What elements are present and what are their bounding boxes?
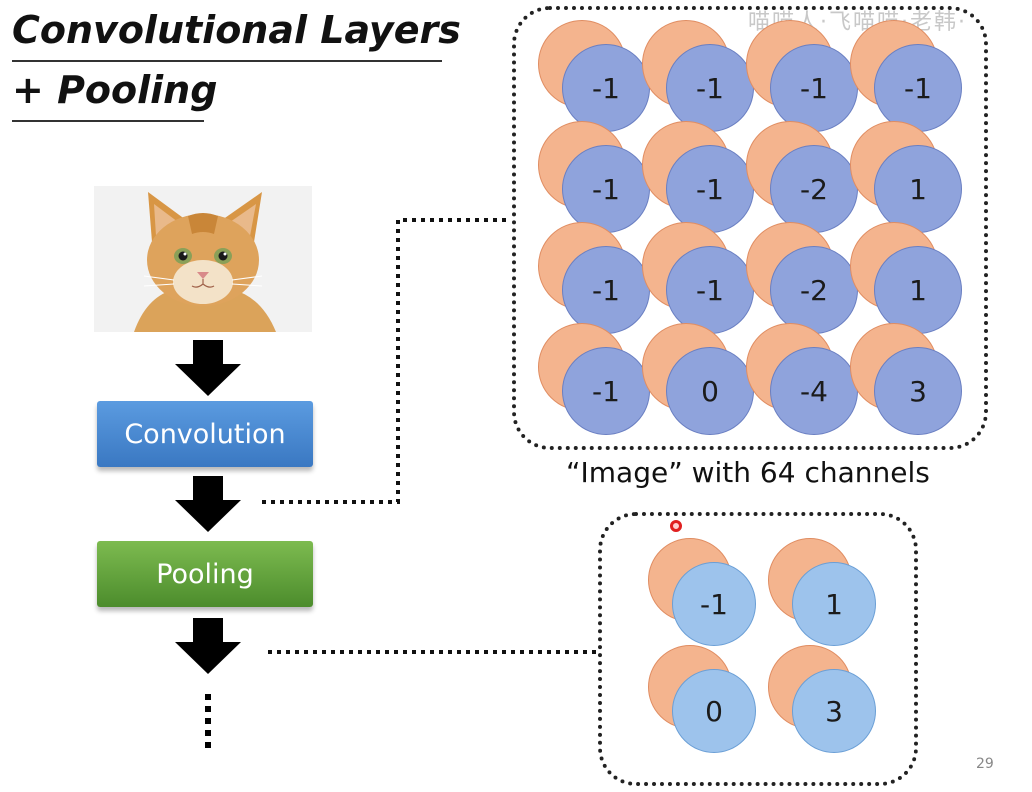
channel-value-circle: 1 [874, 246, 962, 334]
convolution-output-caption: “Image” with 64 channels [566, 456, 930, 489]
title-underline-1 [12, 60, 442, 62]
laser-pointer [670, 520, 682, 532]
channel-value-circle: -2 [770, 145, 858, 233]
channel-value-circle: 0 [666, 347, 754, 435]
down-arrow-icon [175, 618, 241, 674]
slide-title-line2: + Pooling [12, 68, 218, 112]
channel-value-circle: -1 [666, 44, 754, 132]
channel-value-circle: -1 [562, 145, 650, 233]
channel-value-circle: -1 [874, 44, 962, 132]
pooling-box: Pooling [97, 541, 313, 607]
channel-value-circle: 1 [792, 562, 876, 646]
channel-value-circle: -1 [562, 44, 650, 132]
channel-value-circle: -2 [770, 246, 858, 334]
connector-convolution [262, 218, 510, 504]
channel-value-circle: 0 [672, 669, 756, 753]
cat-photo [94, 186, 312, 332]
page-number: 29 [976, 756, 994, 772]
channel-value-circle: -4 [770, 347, 858, 435]
channel-value-circle: 3 [792, 669, 876, 753]
channel-value-circle: -1 [666, 145, 754, 233]
continuation-dots [205, 694, 211, 748]
down-arrow-icon [175, 340, 241, 396]
channel-value-circle: -1 [666, 246, 754, 334]
slide-title-line1: Convolutional Layers [12, 8, 461, 52]
channel-value-circle: -1 [770, 44, 858, 132]
channel-value-circle: -1 [562, 246, 650, 334]
channel-value-circle: 1 [874, 145, 962, 233]
channel-value-circle: 3 [874, 347, 962, 435]
title-underline-2 [12, 120, 204, 122]
down-arrow-icon [175, 476, 241, 532]
convolution-box: Convolution [97, 401, 313, 467]
channel-value-circle: -1 [672, 562, 756, 646]
channel-value-circle: -1 [562, 347, 650, 435]
